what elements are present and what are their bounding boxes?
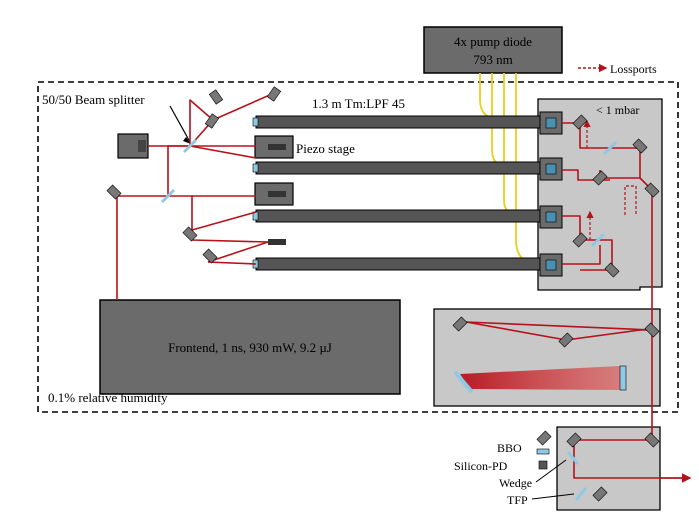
beam-splitters xyxy=(160,138,618,501)
pump-diode-label-2: 793 nm xyxy=(473,52,512,67)
bbo-label: BBO xyxy=(497,441,522,455)
piezo-stage-1-actuator xyxy=(268,144,286,150)
grating-1 xyxy=(453,370,474,394)
beam-splitter-label: 50/50 Beam splitter xyxy=(42,92,145,107)
frontend-label: Frontend, 1 ns, 930 mW, 9.2 µJ xyxy=(168,340,332,355)
piezo-stage-2-actuator xyxy=(268,191,286,197)
wedge-label: Wedge xyxy=(499,476,532,490)
bbo-crystal xyxy=(536,448,550,455)
compressor-chamber xyxy=(433,308,661,407)
frontend-box xyxy=(99,299,401,395)
tfp-pointer xyxy=(531,493,575,500)
piezo-stage-3-actuator xyxy=(268,239,286,245)
piezo-stage-label: Piezo stage xyxy=(296,141,355,156)
vacuum-chamber xyxy=(537,98,663,291)
splitter-module-optic xyxy=(138,140,146,152)
humidity-enclosure xyxy=(37,81,679,413)
silicon-pd xyxy=(538,460,548,470)
compressor-mirror xyxy=(619,365,627,391)
lossports-label: Lossports xyxy=(610,62,657,76)
mirrors xyxy=(106,86,660,502)
humidity-label: 0.1% relative humidity xyxy=(48,390,168,405)
wedge-pointer xyxy=(535,459,567,483)
fiber-rods xyxy=(255,115,541,271)
compressor-beam-fan xyxy=(460,366,620,390)
diagnostic-chamber xyxy=(556,426,661,511)
beam-splitter-pointer xyxy=(169,105,191,143)
vacuum-label: < 1 mbar xyxy=(596,103,639,117)
fiber-label: 1.3 m Tm:LPF 45 xyxy=(312,96,405,111)
fiber-output-mounts xyxy=(539,111,563,277)
beam-splitter-pointer-head xyxy=(183,137,191,144)
pump-diode-box xyxy=(423,26,563,74)
pump-diode-label-1: 4x pump diode xyxy=(454,34,532,49)
tfp-label: TFP xyxy=(507,493,528,507)
silicon-pd-label: Silicon-PD xyxy=(454,459,508,473)
